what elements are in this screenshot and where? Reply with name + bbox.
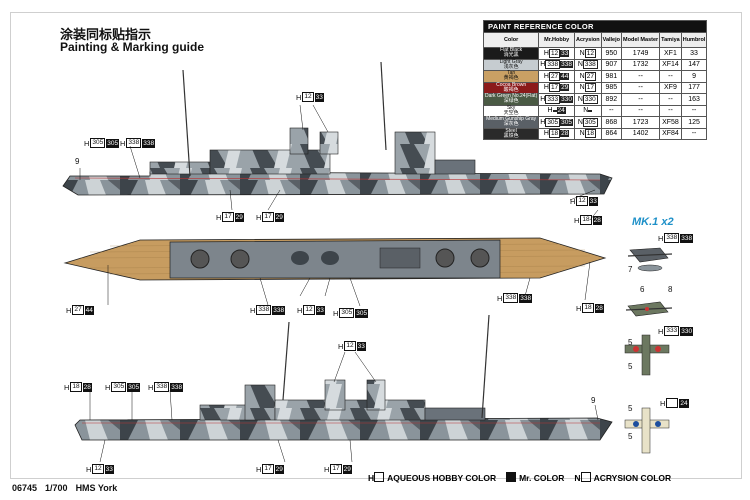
profile-view-bottom	[74, 314, 613, 441]
footer: 06745 1/700 HMS York	[12, 483, 117, 493]
part-number-5c: 5	[628, 404, 633, 413]
aircraft-bottom	[624, 407, 670, 454]
part-number-5a: 5	[628, 338, 633, 347]
col-vallejo: Vallejo	[600, 32, 623, 48]
code-hum: --	[680, 127, 708, 140]
code-val: 950	[600, 47, 623, 60]
kit-name: HMS York	[75, 483, 118, 493]
sheet-border	[10, 12, 742, 479]
kit-scale: 1/700	[45, 483, 68, 493]
title-english: Painting & Marking guide	[60, 40, 205, 54]
part-number-6: 6	[640, 285, 645, 294]
part-number-8: 8	[668, 285, 673, 294]
col-color: Color	[482, 32, 540, 48]
code-mm: 1402	[621, 127, 661, 140]
leader-lines	[79, 104, 599, 463]
aircraft-side-1	[627, 247, 673, 272]
part-number-5d: 5	[628, 432, 633, 441]
code-mm: 1749	[621, 47, 661, 60]
table-header-row: Color Mr.Hobby Acrysion Vallejo Model Ma…	[482, 32, 708, 48]
profile-view-top	[62, 61, 613, 196]
aircraft-quantity: MK.1 x2	[632, 216, 674, 228]
kit-code: 06745	[12, 483, 38, 493]
part-number-7: 7	[628, 265, 633, 274]
color-swatch: Dark Green No.24(Flat)深绿色	[482, 93, 540, 106]
title-chinese: 涂装同标贴指示	[60, 28, 152, 43]
part-number-5b: 5	[628, 362, 633, 371]
code-mm: --	[621, 81, 661, 94]
col-model-master: Model Master	[621, 32, 661, 48]
plan-view	[63, 237, 607, 281]
col-mrhobby: Mr.Hobby	[538, 32, 576, 48]
code-val: 864	[600, 127, 623, 140]
part-number-9-top: 9	[75, 157, 80, 166]
paint-reference-table: PAINT REFERENCE COLOR Color Mr.Hobby Acr…	[482, 20, 708, 140]
aircraft-side-2	[625, 301, 673, 317]
col-humbrol: Humbrol	[680, 32, 708, 48]
table-title: PAINT REFERENCE COLOR	[482, 20, 708, 33]
col-tamiya: Tamiya	[659, 32, 682, 48]
aircraft-top	[624, 334, 670, 376]
code-hum: 9	[680, 70, 708, 83]
part-number-9-bottom: 9	[591, 396, 596, 405]
code-hum: 33	[680, 47, 708, 60]
legend-mr-color: Mr. COLOR	[506, 472, 564, 483]
